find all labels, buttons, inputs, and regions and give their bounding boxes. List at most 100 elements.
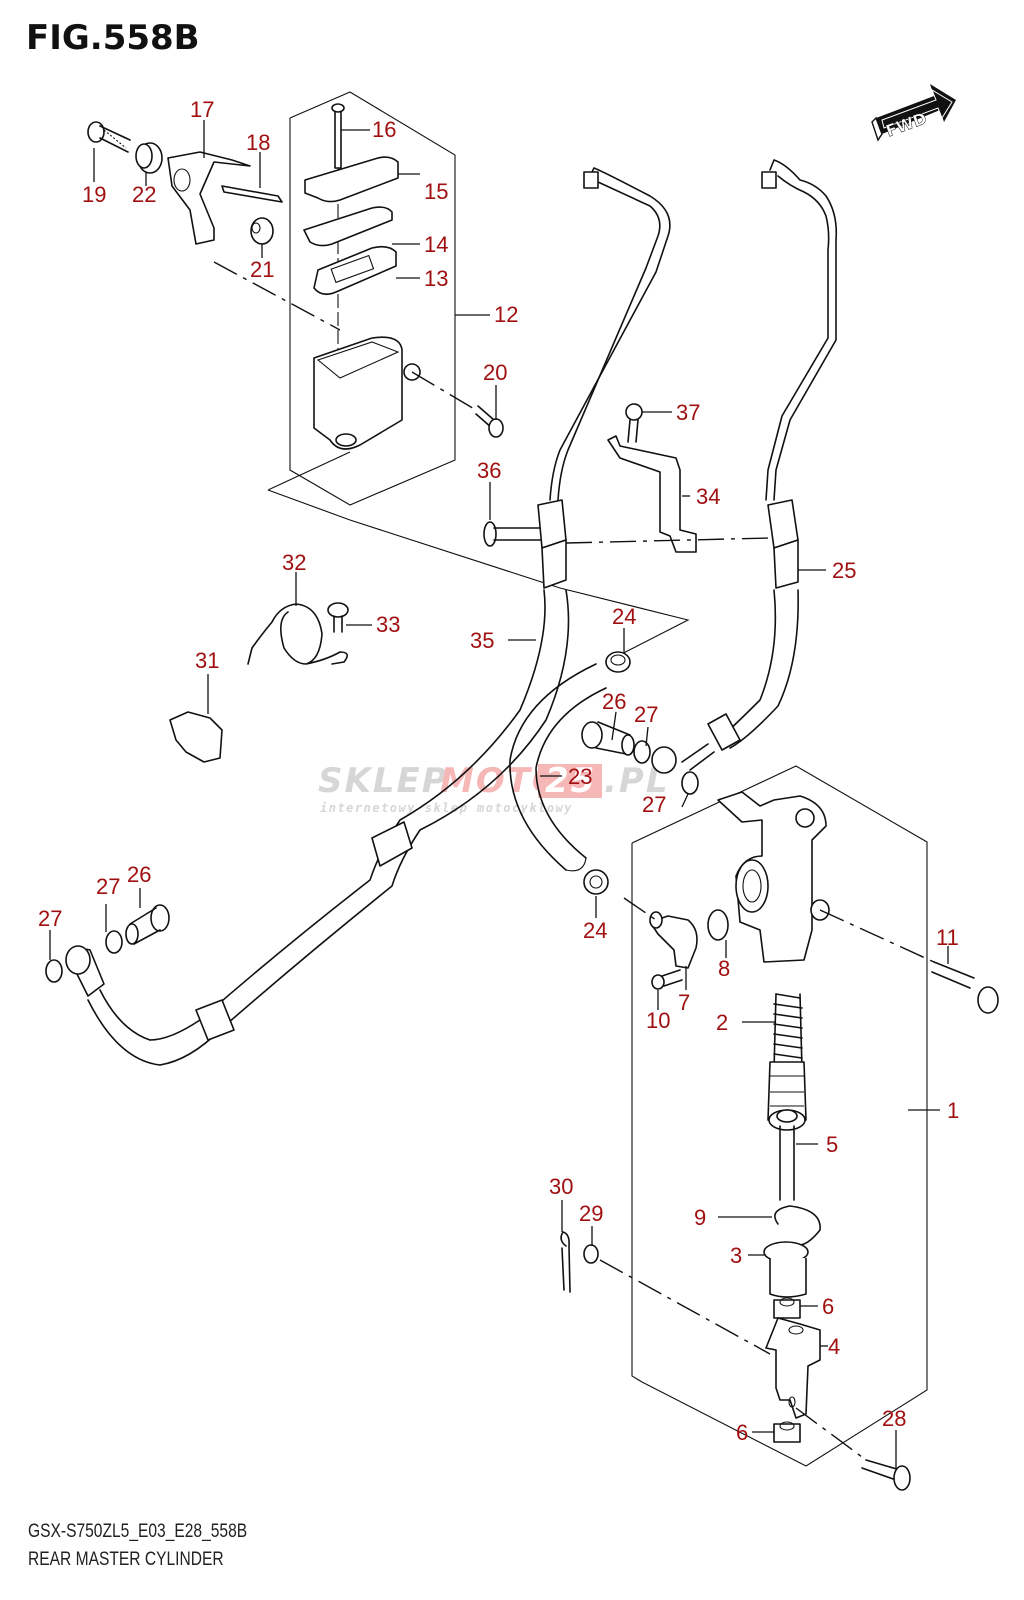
callout-6b: 6: [736, 1420, 748, 1445]
part-32-clip: [247, 603, 348, 665]
part-31-clamp: [169, 711, 223, 763]
leader-line: [623, 897, 657, 921]
figure-footer: GSX-S750ZL5_E03_E28_558B REAR MASTER CYL…: [28, 1518, 247, 1574]
part-5-pushrod: [768, 1109, 806, 1201]
callout-16: 16: [372, 117, 396, 142]
part-15-cap: [304, 156, 399, 203]
hose-routing-line: [349, 519, 690, 663]
callout-32: 32: [282, 550, 306, 575]
banjo-fitting: [651, 746, 677, 774]
callout-27d: 27: [642, 792, 666, 817]
callout-leaders: [49, 120, 949, 1468]
part-21-collar: [250, 217, 274, 245]
model-code: GSX-S750ZL5_E03_E28_558B: [28, 1521, 248, 1542]
part-35-hose: [69, 167, 671, 1066]
callout-33: 33: [376, 612, 400, 637]
master-cylinder-body: [717, 791, 830, 963]
callout-35: 35: [470, 628, 494, 653]
callout-36: 36: [477, 458, 501, 483]
part-28-pin: [861, 1459, 911, 1491]
callout-5: 5: [826, 1132, 838, 1157]
callout-30: 30: [549, 1174, 573, 1199]
watermark-brand-sklep: SKLEP: [318, 761, 449, 801]
part-26a-banjo-bolt: [125, 904, 170, 945]
callout-26b: 26: [602, 689, 626, 714]
callouts: 1 2 3 4 5 6 6 7 8 9 10 11 12 13 14 15 16…: [38, 97, 959, 1445]
part-20-bolt: [475, 405, 504, 438]
callout-21: 21: [250, 257, 274, 282]
callout-26a: 26: [127, 862, 151, 887]
callout-12: 12: [494, 302, 518, 327]
part-4-clevis: [765, 1317, 821, 1419]
callout-18: 18: [246, 130, 270, 155]
callout-13: 13: [424, 266, 448, 291]
callout-22: 22: [132, 182, 156, 207]
callout-15: 15: [424, 179, 448, 204]
part-25-hose: [681, 159, 838, 771]
part-10-screw: [651, 969, 683, 990]
callout-1: 1: [947, 1098, 959, 1123]
watermark-badge: [538, 764, 602, 798]
fwd-arrow-icon: FWD: [871, 84, 956, 142]
callout-17: 17: [190, 97, 214, 122]
part-22-grommet: [135, 142, 163, 174]
watermark-tagline: internetowy sklep motocyklowy: [320, 801, 573, 815]
callout-6a: 6: [822, 1294, 834, 1319]
part-26b-banjo-bolt: [581, 721, 635, 756]
part-36-bolt: [483, 521, 541, 547]
part-11-screw: [931, 961, 999, 1014]
part-27c-washer: [633, 740, 651, 764]
callout-14: 14: [424, 232, 448, 257]
callout-29: 29: [579, 1201, 603, 1226]
reservoir-assembly-frame: [267, 91, 456, 521]
section-name: REAR MASTER CYLINDER: [28, 1549, 224, 1570]
callout-27c: 27: [634, 702, 658, 727]
part-8-o-ring: [707, 909, 729, 941]
part-18-pad: [221, 185, 283, 203]
part-14-plate: [303, 206, 393, 247]
callout-27b: 27: [96, 874, 120, 899]
hose-end: [565, 857, 587, 872]
part-17-bracket: [167, 151, 251, 245]
part-27b-washer: [105, 930, 123, 954]
part-24a-clamp: [605, 651, 631, 673]
callout-11: 11: [936, 925, 959, 950]
leader-line: [213, 261, 341, 331]
part-34-bracket: [607, 435, 697, 553]
callout-20: 20: [483, 360, 507, 385]
leader-line: [795, 1407, 867, 1461]
part-3-boot: [763, 1241, 809, 1298]
part-19-bolt: [87, 121, 131, 153]
part-27d-washer: [681, 771, 699, 795]
callout-34: 34: [696, 484, 720, 509]
leader-line: [819, 909, 935, 963]
callout-37: 37: [676, 400, 700, 425]
part-2-spring: [773, 993, 803, 1071]
callout-27a: 27: [38, 906, 62, 931]
callout-3: 3: [730, 1243, 742, 1268]
part-7-fitting: [649, 911, 698, 969]
part-30-cotter-pin: [560, 1231, 571, 1293]
callout-8: 8: [718, 956, 730, 981]
callout-23: 23: [568, 764, 592, 789]
callout-2: 2: [716, 1010, 728, 1035]
leader-line: [565, 537, 771, 544]
part-13-diaphragm: [313, 245, 397, 296]
part-6a-nut: [773, 1297, 801, 1319]
part-33-screw: [327, 602, 349, 633]
callout-10: 10: [646, 1008, 670, 1033]
part-23-hose: [509, 663, 607, 871]
part-27a-washer: [45, 959, 63, 983]
callout-28: 28: [882, 1406, 906, 1431]
master-cylinder-assembly-frame: [631, 765, 928, 1467]
reservoir-body: [313, 336, 421, 450]
watermark-brand-25: 25: [545, 761, 596, 801]
callout-19: 19: [82, 182, 106, 207]
leader-line: [599, 1259, 771, 1355]
callout-25: 25: [832, 558, 856, 583]
part-6b-nut: [773, 1421, 801, 1443]
part-29-washer: [583, 1244, 599, 1264]
callout-7: 7: [678, 990, 690, 1015]
part-37-bolt: [625, 403, 643, 443]
